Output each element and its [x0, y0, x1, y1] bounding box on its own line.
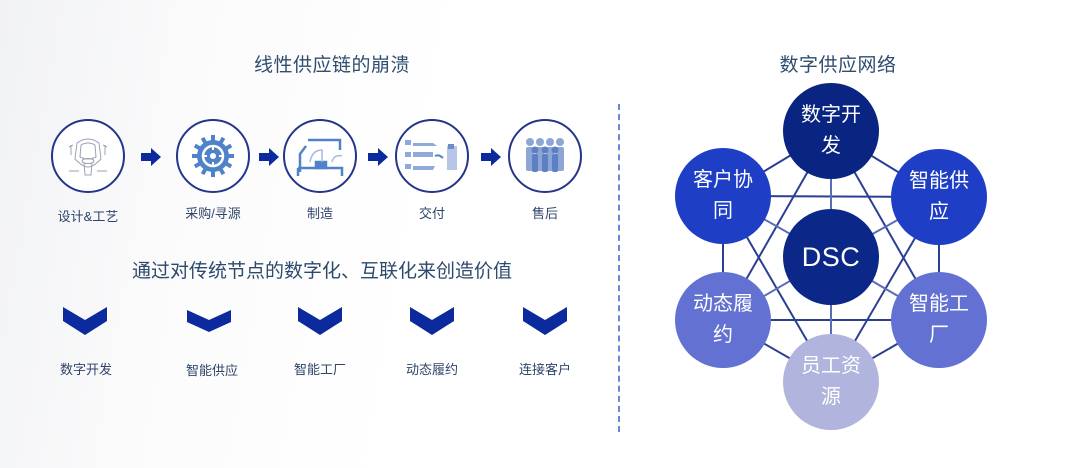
section-divider — [618, 104, 620, 432]
step-label: 采购/寻源 — [185, 206, 241, 221]
value-label: 连接客户 — [518, 362, 572, 377]
arrow-right-icon — [259, 148, 279, 166]
value-label: 智能工厂 — [293, 362, 347, 377]
node-dynamic-fulfillment: 动态履约 — [675, 272, 771, 368]
node-workforce-resources: 员工资源 — [783, 334, 879, 430]
digitalization-subtitle: 通过对传统节点的数字化、互联化来创造价值 — [131, 261, 513, 282]
shipping-transport-icon — [405, 140, 457, 170]
step-after-sales-circle — [508, 119, 582, 193]
chevron-down-icon — [410, 307, 454, 335]
chevron-down-icon — [187, 310, 231, 332]
value-label: 动态履约 — [405, 362, 459, 377]
step-label: 交付 — [418, 206, 446, 221]
value-label: 数字开发 — [59, 362, 113, 377]
step-manufacturing-circle — [283, 119, 357, 193]
linear-supply-chain-title: 线性供应链的崩溃 — [253, 55, 411, 76]
gear-icon — [192, 135, 234, 177]
step-delivery-circle — [395, 119, 469, 193]
robot-arm-factory-icon — [296, 138, 344, 176]
customers-people-icon — [526, 138, 564, 172]
chevron-down-icon — [298, 307, 342, 335]
step-label: 设计&工艺 — [57, 209, 119, 224]
arrow-right-icon — [481, 148, 501, 166]
chevron-down-icon — [523, 307, 567, 335]
step-label: 制造 — [306, 206, 334, 221]
node-digital-development: 数字开发 — [783, 83, 879, 179]
node-smart-supply: 智能供应 — [891, 149, 987, 245]
node-dsc-center: DSC — [783, 209, 879, 305]
step-procurement-circle — [176, 119, 250, 193]
value-label: 智能供应 — [185, 363, 239, 378]
digital-supply-network-title: 数字供应网络 — [779, 55, 897, 76]
step-label: 售后 — [531, 206, 559, 221]
arrow-right-icon — [141, 148, 161, 166]
node-customer-collaboration: 客户协同 — [675, 148, 771, 244]
sketch-design-icon — [68, 138, 108, 176]
chevron-down-icon — [63, 307, 107, 335]
node-smart-factory: 智能工厂 — [891, 272, 987, 368]
step-design-circle — [51, 119, 125, 193]
arrow-right-icon — [368, 148, 388, 166]
